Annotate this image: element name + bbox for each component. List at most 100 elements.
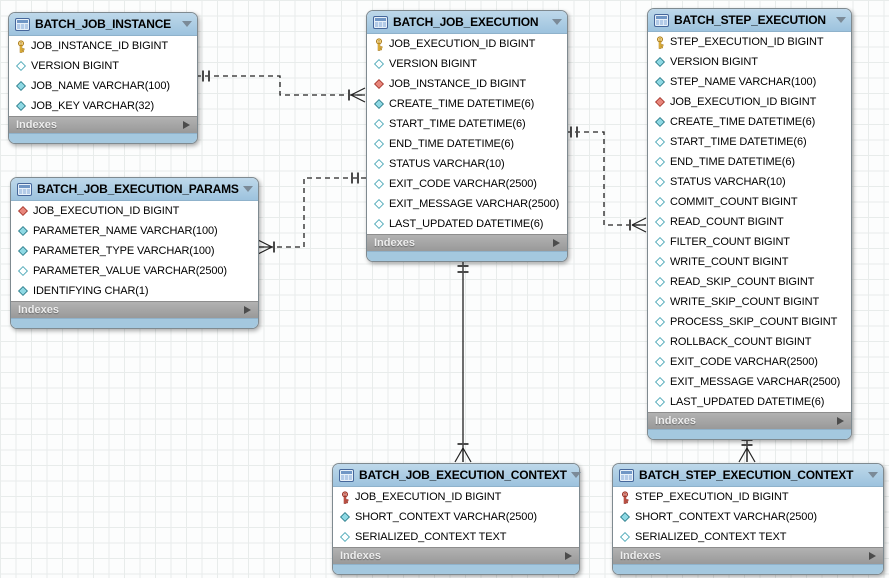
column-row[interactable]: CREATE_TIME DATETIME(6) [648,112,851,132]
column-row[interactable]: PARAMETER_NAME VARCHAR(100) [11,221,258,241]
table-title: BATCH_JOB_INSTANCE [35,17,171,31]
column-label: STATUS VARCHAR(10) [670,176,786,188]
column-row[interactable]: CREATE_TIME DATETIME(6) [367,94,567,114]
indexes-bar[interactable]: Indexes [367,234,567,251]
column-row[interactable]: JOB_EXECUTION_ID BIGINT [648,92,851,112]
column-row[interactable]: JOB_KEY VARCHAR(32) [9,96,197,116]
column-row[interactable]: WRITE_SKIP_COUNT BIGINT [648,292,851,312]
column-row[interactable]: STEP_EXECUTION_ID BIGINT [648,32,851,52]
table-batch-job-instance[interactable]: BATCH_JOB_INSTANCE JOB_INSTANCE_ID BIGINT… [8,12,198,144]
column-row[interactable]: START_TIME DATETIME(6) [367,114,567,134]
column-row[interactable]: SERIALIZED_CONTEXT TEXT [613,527,883,547]
column-label: ROLLBACK_COUNT BIGINT [670,336,812,348]
column-row[interactable]: END_TIME DATETIME(6) [367,134,567,154]
collapse-arrow-icon[interactable] [182,21,192,27]
column-row[interactable]: FILTER_COUNT BIGINT [648,232,851,252]
table-header[interactable]: BATCH_STEP_EXECUTION [648,9,851,32]
relationship-line[interactable] [196,75,365,96]
column-label: IDENTIFYING CHAR(1) [33,285,149,297]
column-row[interactable]: PARAMETER_TYPE VARCHAR(100) [11,241,258,261]
relationship-job-instance-to-job-execution[interactable] [196,70,366,103]
column-row[interactable]: JOB_NAME VARCHAR(100) [9,76,197,96]
column-label: END_TIME DATETIME(6) [389,138,514,150]
column-row[interactable]: STEP_EXECUTION_ID BIGINT [613,487,883,507]
column-row[interactable]: STATUS VARCHAR(10) [367,154,567,174]
expand-arrow-icon[interactable] [244,306,251,314]
column-nullable-diamond-icon [372,118,385,130]
indexes-bar[interactable]: Indexes [648,412,851,429]
column-row[interactable]: JOB_EXECUTION_ID BIGINT [333,487,579,507]
column-notnull-diamond-icon [618,511,631,523]
column-row[interactable]: PROCESS_SKIP_COUNT BIGINT [648,312,851,332]
column-label: VERSION BIGINT [670,56,758,68]
indexes-bar[interactable]: Indexes [613,547,883,564]
column-label: START_TIME DATETIME(6) [670,136,807,148]
indexes-bar[interactable]: Indexes [9,116,197,133]
expand-arrow-icon[interactable] [869,552,876,560]
column-row[interactable]: LAST_UPDATED DATETIME(6) [367,214,567,234]
column-row[interactable]: WRITE_COUNT BIGINT [648,252,851,272]
column-row[interactable]: LAST_UPDATED DATETIME(6) [648,392,851,412]
expand-arrow-icon[interactable] [837,417,844,425]
table-header[interactable]: BATCH_JOB_EXECUTION_CONTEXT [333,464,581,487]
expand-arrow-icon[interactable] [183,121,190,129]
column-row[interactable]: EXIT_MESSAGE VARCHAR(2500) [367,194,567,214]
column-row[interactable]: STATUS VARCHAR(10) [648,172,851,192]
relationship-marker [631,217,647,226]
column-row[interactable]: JOB_INSTANCE_ID BIGINT [367,74,567,94]
table-header[interactable]: BATCH_JOB_EXECUTION_PARAMS [11,178,258,201]
collapse-arrow-icon[interactable] [868,472,878,478]
collapse-arrow-icon[interactable] [552,19,562,25]
relationship-job-execution-to-params[interactable] [257,172,366,255]
indexes-bar[interactable]: Indexes [333,547,579,564]
column-row[interactable]: READ_SKIP_COUNT BIGINT [648,272,851,292]
column-row[interactable]: JOB_INSTANCE_ID BIGINT [9,36,197,56]
collapse-arrow-icon[interactable] [570,472,581,478]
column-row[interactable]: VERSION BIGINT [367,54,567,74]
column-row[interactable]: EXIT_CODE VARCHAR(2500) [648,352,851,372]
table-header[interactable]: BATCH_JOB_EXECUTION [367,11,567,34]
column-row[interactable]: VERSION BIGINT [9,56,197,76]
column-row[interactable]: JOB_EXECUTION_ID BIGINT [11,201,258,221]
column-row[interactable]: SHORT_CONTEXT VARCHAR(2500) [613,507,883,527]
column-row[interactable]: READ_COUNT BIGINT [648,212,851,232]
indexes-label: Indexes [16,119,57,131]
column-row[interactable]: ROLLBACK_COUNT BIGINT [648,332,851,352]
column-nullable-diamond-icon [618,531,631,543]
column-label: STEP_EXECUTION_ID BIGINT [635,491,789,503]
column-row[interactable]: SHORT_CONTEXT VARCHAR(2500) [333,507,579,527]
column-row[interactable]: COMMIT_COUNT BIGINT [648,192,851,212]
collapse-arrow-icon[interactable] [243,186,253,192]
expand-arrow-icon[interactable] [565,552,572,560]
relationship-line[interactable] [566,131,646,226]
table-header[interactable]: BATCH_JOB_INSTANCE [9,13,197,36]
relationship-marker [746,447,756,463]
column-row[interactable]: STEP_NAME VARCHAR(100) [648,72,851,92]
column-row[interactable]: IDENTIFYING CHAR(1) [11,281,258,301]
column-row[interactable]: VERSION BIGINT [648,52,851,72]
column-row[interactable]: EXIT_MESSAGE VARCHAR(2500) [648,372,851,392]
relationship-line[interactable] [258,177,366,248]
column-row[interactable]: EXIT_CODE VARCHAR(2500) [367,174,567,194]
column-row[interactable]: PARAMETER_VALUE VARCHAR(2500) [11,261,258,281]
column-row[interactable]: START_TIME DATETIME(6) [648,132,851,152]
collapse-arrow-icon[interactable] [836,17,846,23]
foreign-key-diamond-icon [372,78,385,90]
column-row[interactable]: SERIALIZED_CONTEXT TEXT [333,527,579,547]
expand-arrow-icon[interactable] [553,239,560,247]
column-nullable-diamond-icon [372,138,385,150]
table-batch-step-execution-context[interactable]: BATCH_STEP_EXECUTION_CONTEXT STEP_EXECUTI… [612,463,884,575]
table-header[interactable]: BATCH_STEP_EXECUTION_CONTEXT [613,464,883,487]
column-notnull-diamond-icon [16,225,29,237]
indexes-bar[interactable]: Indexes [11,301,258,318]
relationship-job-execution-to-step-execution[interactable] [566,126,647,233]
column-row[interactable]: JOB_EXECUTION_ID BIGINT [367,34,567,54]
relationship-job-execution-to-job-execution-context[interactable] [454,257,472,463]
column-row[interactable]: END_TIME DATETIME(6) [648,152,851,172]
column-label: CREATE_TIME DATETIME(6) [670,116,816,128]
